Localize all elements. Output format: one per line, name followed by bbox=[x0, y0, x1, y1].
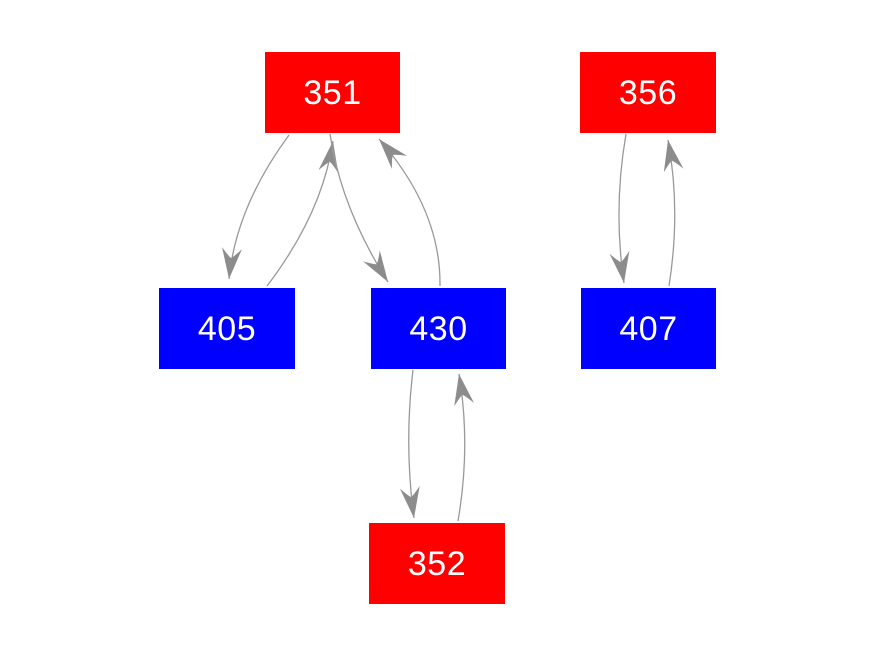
node-label-430: 430 bbox=[409, 309, 468, 348]
node-label-352: 352 bbox=[407, 544, 467, 583]
edge-351-430 bbox=[329, 133, 389, 283]
edge-430-352 bbox=[399, 369, 420, 519]
node-label-356: 356 bbox=[618, 73, 678, 112]
node-356: 356 bbox=[580, 52, 716, 133]
node-351: 351 bbox=[265, 52, 400, 133]
edge-405-351 bbox=[266, 140, 339, 287]
node-405: 405 bbox=[159, 288, 295, 369]
node-407: 407 bbox=[581, 288, 716, 369]
node-352: 352 bbox=[369, 523, 505, 604]
node-label-351: 351 bbox=[303, 73, 362, 112]
edge-351-405 bbox=[222, 134, 290, 280]
node-430: 430 bbox=[371, 288, 506, 369]
node-label-405: 405 bbox=[197, 309, 257, 348]
edge-352-430 bbox=[454, 373, 474, 522]
node-label-407: 407 bbox=[619, 309, 678, 348]
edge-430-351 bbox=[378, 138, 441, 287]
edge-407-356 bbox=[663, 139, 684, 287]
edge-356-407 bbox=[609, 133, 630, 284]
